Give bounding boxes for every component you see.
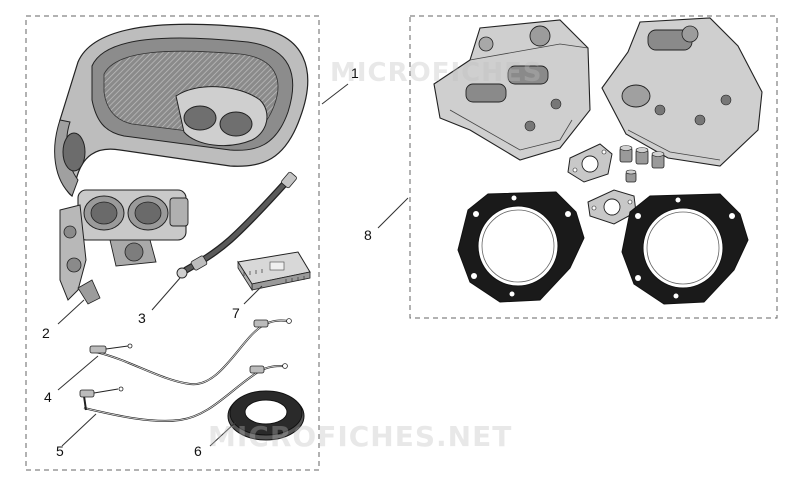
leader-lines xyxy=(57,83,409,447)
right-kit-box xyxy=(409,15,778,319)
head-gasket-left xyxy=(457,191,585,303)
leader-line-4 xyxy=(57,355,99,391)
callout-1: 1 xyxy=(351,65,359,81)
exhaust-gasket-left xyxy=(567,143,613,183)
cylinder-head-left xyxy=(433,19,591,161)
leader-line-8 xyxy=(377,197,409,229)
valve-bushings xyxy=(619,145,665,183)
watermark-bottom: MICROFICHES.NET xyxy=(208,420,513,453)
cylinder-head-kit xyxy=(433,17,763,305)
throttle-cable-close xyxy=(79,363,288,422)
cylinder-head-right xyxy=(601,17,763,167)
watermark-top: MICROFICHES xyxy=(330,58,543,88)
leader-line-7 xyxy=(243,285,263,305)
left-kit-box xyxy=(25,15,320,471)
callout-7: 7 xyxy=(232,305,240,321)
callout-5: 5 xyxy=(56,443,64,459)
fuel-hose xyxy=(176,171,297,279)
leader-line-5 xyxy=(61,413,97,447)
exhaust-gasket-right xyxy=(587,189,637,225)
callout-8: 8 xyxy=(364,227,372,243)
throttle-body xyxy=(59,189,189,305)
leader-line-2 xyxy=(57,299,85,325)
leader-line-6 xyxy=(209,421,237,447)
callout-3: 3 xyxy=(138,310,146,326)
airbox-cover xyxy=(54,23,309,197)
callout-2: 2 xyxy=(42,325,50,341)
throttle-cable-open xyxy=(89,318,292,386)
leader-line-3 xyxy=(151,277,181,311)
callout-6: 6 xyxy=(194,443,202,459)
leader-line-1 xyxy=(321,83,349,105)
ecu-module xyxy=(237,251,311,292)
adhesive-foam-ring xyxy=(227,390,305,441)
head-gasket-right xyxy=(621,193,749,305)
callout-4: 4 xyxy=(44,389,52,405)
